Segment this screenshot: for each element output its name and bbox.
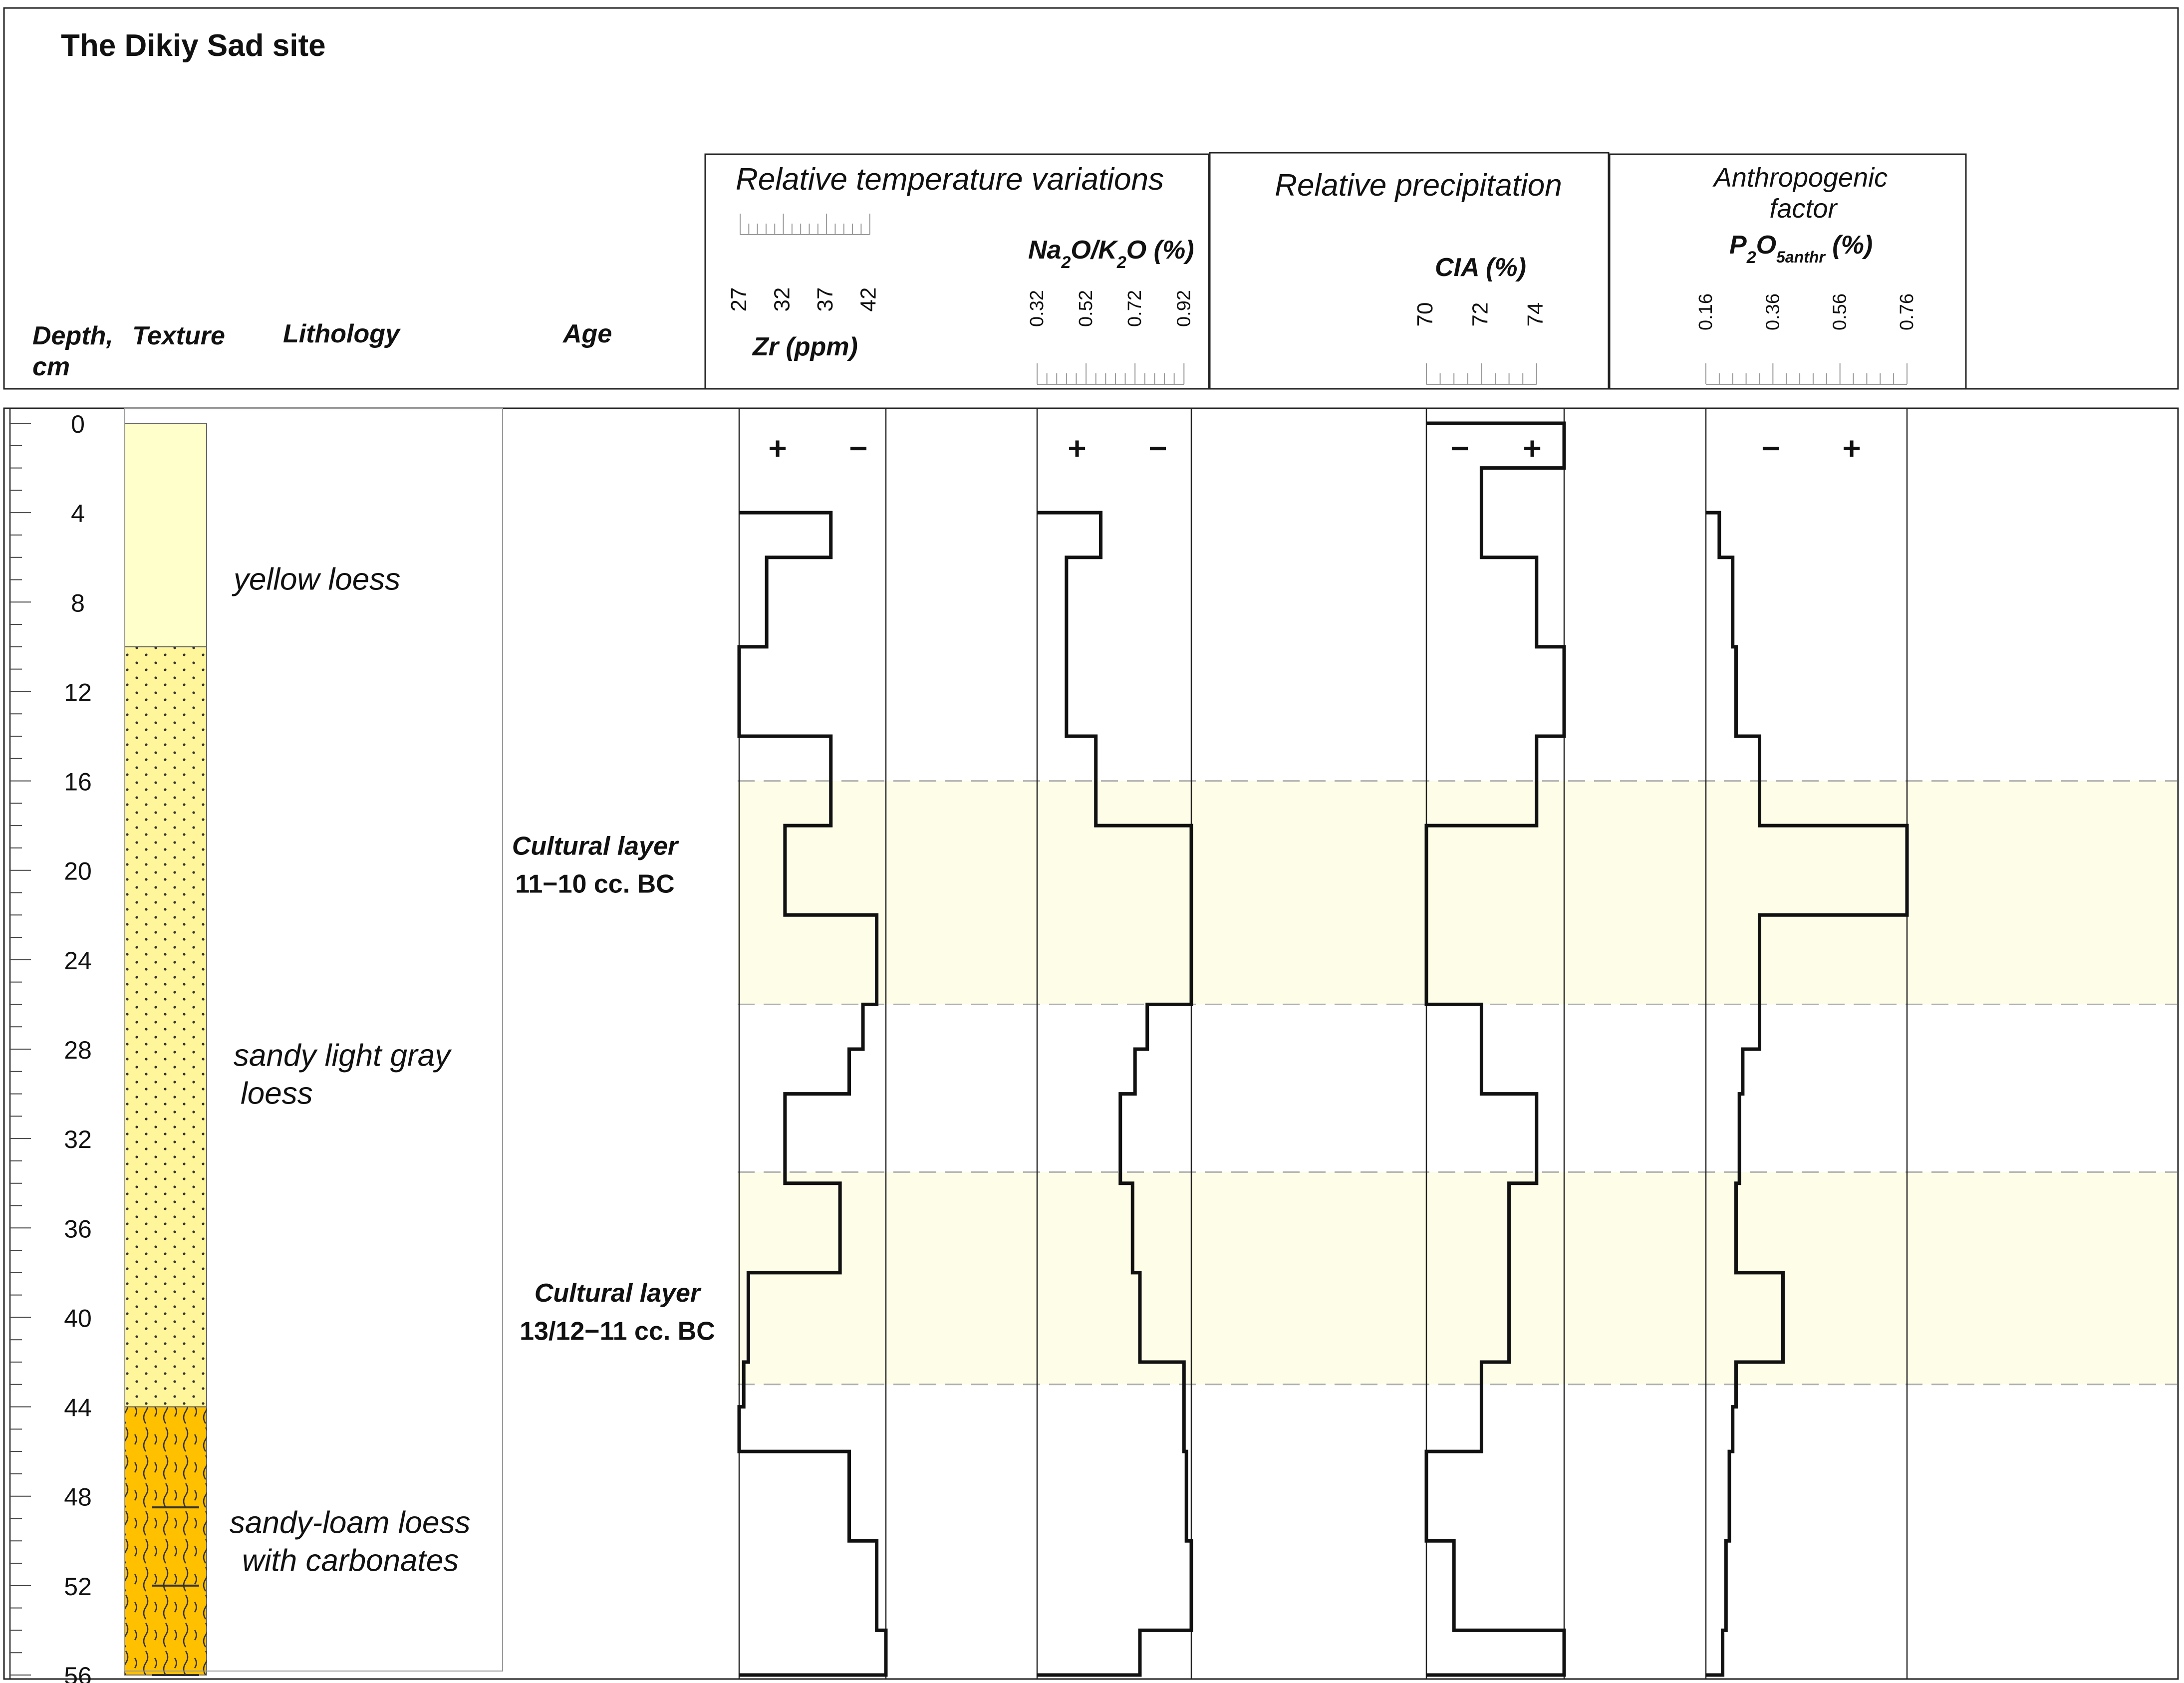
depth-tick-label: 24	[64, 947, 92, 975]
header-tick-label: 72	[1468, 302, 1492, 327]
depth-tick-label: 36	[64, 1215, 92, 1243]
cia-axis-label: CIA (%)	[1435, 253, 1526, 282]
precip-group-box	[1209, 152, 1610, 390]
depth-tick-label: 16	[64, 768, 92, 796]
anthro-group-title-line2: factor	[1769, 194, 1838, 224]
header-tick-label: 27	[727, 287, 751, 312]
header-tick-label: 0.32	[1027, 290, 1048, 327]
depth-tick-label: 28	[64, 1036, 92, 1064]
header-scales: 27 32 37 42 0.32 0.52 0.72 0.92 70 72 74 0.16 0.36 0.…	[727, 214, 1917, 385]
precip-group-title: Relative precipitation	[1275, 168, 1562, 203]
cultural-layer-label: Cultural layer	[512, 832, 679, 860]
depth-tick-label: 44	[64, 1394, 92, 1422]
trend-sign-right: +	[1842, 430, 1861, 466]
plot-tracks: + − + − − + − +	[737, 408, 1909, 1679]
header-tick-label: 74	[1523, 302, 1548, 327]
texture-unit	[124, 423, 207, 647]
header-tick-label: 0.92	[1173, 290, 1194, 327]
trend-sign-left: +	[1068, 430, 1086, 466]
header-tick-label: 70	[1413, 302, 1437, 327]
temp-group-title: Relative temperature variations	[736, 162, 1164, 197]
cultural-layer-label: Cultural layer	[535, 1279, 702, 1308]
lithology-labels: yellow loess sandy light gray loess sandy-…	[230, 562, 470, 1578]
depth-tick-label: 0	[71, 410, 85, 438]
series-step-curve	[1706, 511, 1909, 1677]
cultural-layer-band	[738, 781, 2177, 1005]
lithology-header: Lithology	[283, 319, 401, 348]
depth-header: Depth,	[32, 321, 113, 350]
cultural-layer-bands	[738, 780, 2177, 1386]
header-tick-label: 42	[856, 287, 881, 312]
trend-sign-left: −	[1761, 430, 1780, 466]
anthro-group-title-line1: Anthropogenic	[1712, 163, 1888, 193]
depth-unit-header: cm	[32, 352, 70, 381]
p2o5-axis-label: P2O5anthr (%)	[1729, 231, 1873, 267]
depth-tick-label: 56	[64, 1662, 92, 1683]
trend-sign-right: −	[849, 430, 867, 466]
header-tick-label: 32	[770, 287, 795, 312]
header-tick-label: 0.16	[1695, 293, 1716, 330]
lithology-label: sandy light gray	[234, 1038, 452, 1073]
na2o-axis-label: Na2O/K2O (%)	[1028, 236, 1194, 272]
lithology-label: with carbonates	[242, 1544, 459, 1578]
depth-tick-label: 20	[64, 857, 92, 885]
anthro-group-box	[1609, 153, 1967, 390]
series-step-curve	[1424, 421, 1566, 1677]
texture-column	[124, 423, 207, 1676]
header-tick-label: 0.36	[1762, 293, 1783, 330]
cultural-layer-band	[738, 1172, 2177, 1385]
texture-pattern	[125, 646, 207, 1407]
depth-tick-label: 4	[71, 500, 85, 528]
temp-group-box	[704, 153, 1210, 390]
texture-pattern	[125, 1406, 207, 1675]
lithology-label: yellow loess	[232, 562, 400, 597]
series-step-curve	[737, 511, 888, 1677]
trend-sign-left: +	[768, 430, 787, 466]
age-labels: Cultural layer 11−10 cc. BC Cultural layer…	[512, 832, 715, 1346]
series-step-curve	[1037, 511, 1193, 1677]
trend-sign-left: −	[1450, 430, 1469, 466]
lithology-label: sandy-loam loess	[230, 1505, 470, 1540]
depth-tick-label: 52	[64, 1573, 92, 1601]
trend-sign-right: −	[1148, 430, 1167, 466]
texture-header: Texture	[132, 321, 225, 350]
zr-axis-label: Zr (ppm)	[752, 332, 858, 361]
figure-title: The Dikiy Sad site	[61, 28, 326, 63]
depth-tick-label: 40	[64, 1304, 92, 1332]
lithology-label: loess	[241, 1077, 313, 1111]
depth-tick-label: 8	[71, 589, 85, 617]
age-header: Age	[562, 319, 612, 348]
header-tick-label: 0.56	[1830, 293, 1851, 330]
header-tick-label: 0.52	[1076, 290, 1096, 327]
depth-tick-label: 48	[64, 1483, 92, 1511]
depth-tick-label: 12	[64, 678, 92, 706]
header-tick-label: 0.72	[1124, 290, 1145, 327]
header-tick-label: 0.76	[1897, 293, 1917, 330]
lithology-column-frame	[124, 408, 503, 1672]
cultural-layer-dates: 13/12−11 cc. BC	[520, 1317, 715, 1346]
main-frame	[3, 407, 2179, 1680]
header-tick-label: 37	[813, 287, 837, 312]
depth-tick-label: 32	[64, 1125, 92, 1153]
trend-sign-right: +	[1523, 430, 1541, 466]
cultural-layer-dates: 11−10 cc. BC	[515, 870, 674, 899]
